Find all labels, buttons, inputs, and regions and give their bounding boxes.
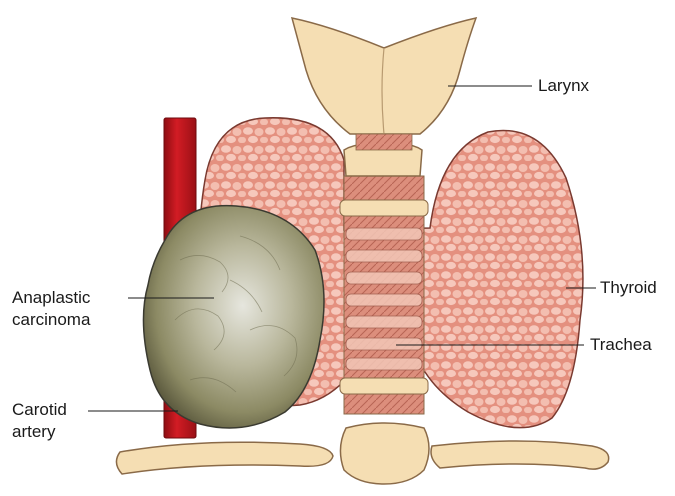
label-carotid-line2: artery [12,422,67,442]
label-anaplastic-carcinoma: Anaplastic carcinoma [12,288,90,330]
manubrium [340,423,429,484]
label-carotid-artery: Carotid artery [12,400,67,442]
left-clavicle [116,442,333,474]
label-tumor-line2: carcinoma [12,310,90,330]
label-tumor-line1: Anaplastic [12,288,90,308]
label-larynx: Larynx [538,76,589,96]
label-carotid-line1: Carotid [12,400,67,420]
trachea [340,176,428,414]
label-thyroid: Thyroid [600,278,657,298]
anaplastic-carcinoma-mass [143,206,324,428]
label-trachea: Trachea [590,335,652,355]
right-clavicle [431,441,609,469]
